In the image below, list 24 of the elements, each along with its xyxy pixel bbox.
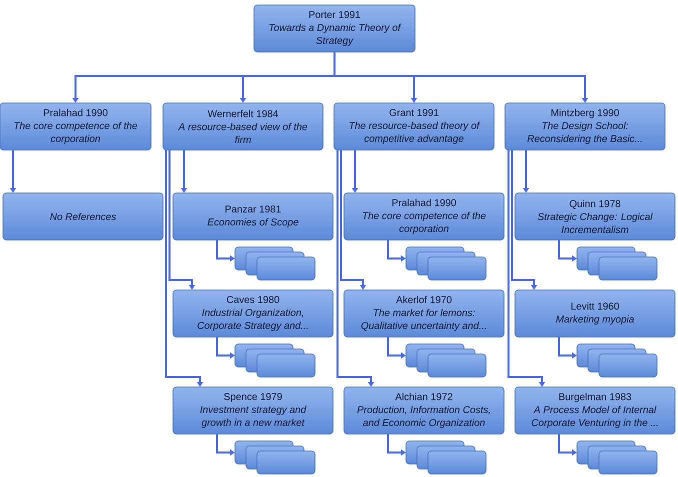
reference-box: Panzar 1981 Economies of Scope <box>172 192 334 240</box>
reference-box: Pralahad 1990 The core competence of the corporation <box>0 102 152 150</box>
stacked-box <box>256 256 316 280</box>
stacked-box <box>256 450 316 474</box>
reference-box: Mintzberg 1990 The Design School: Reconsidering the Basic... <box>504 102 666 150</box>
stacked-box <box>598 354 658 378</box>
reference-box: Porter 1991 Towards a Dynamic Theory of Strategy <box>254 4 416 52</box>
stacked-box <box>598 256 658 280</box>
reference-box: Alchian 1972 Production, Information Costs, and Economic Organization <box>344 386 504 434</box>
stacked-box <box>428 354 486 378</box>
reference-box: Quinn 1978 Strategic Change: Logical Incrementalism <box>514 192 676 240</box>
stacked-box <box>256 354 316 378</box>
stacked-box <box>598 450 658 474</box>
reference-box: Grant 1991 The resource-based theory of competitive advantage <box>334 102 494 150</box>
reference-box: Akerlof 1970 The market for lemons: Qualitative uncertainty and... <box>344 290 504 338</box>
reference-box: Burgelman 1983 A Process Model of Internal Corporate Venturing in the ... <box>514 386 676 434</box>
reference-box: Spence 1979 Investment strategy and growth in a new market <box>172 386 334 434</box>
reference-box: Levitt 1960 Marketing myopia <box>514 290 676 338</box>
reference-box: Pralahad 1990 The core competence of the corporation <box>344 192 504 240</box>
reference-box: Wernerfelt 1984 A resource-based view of the firm <box>162 102 324 150</box>
stacked-box <box>428 256 486 280</box>
stacked-box <box>428 450 486 474</box>
reference-box: Caves 1980 Industrial Organization, Corporate Strategy and... <box>172 290 334 338</box>
reference-box: No References <box>2 192 164 240</box>
